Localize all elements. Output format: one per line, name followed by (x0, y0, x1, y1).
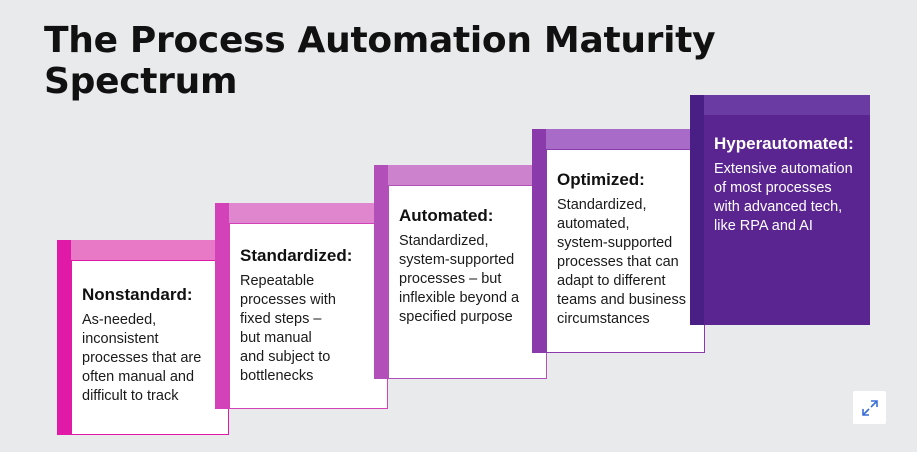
step-standardized: Standardized: Repeatable processes with … (215, 203, 388, 409)
desc-line: with advanced tech, (714, 199, 843, 215)
desc-line: teams and business (557, 292, 686, 308)
step-side-face (57, 240, 71, 435)
step-side-face (374, 165, 388, 379)
desc-line: but manual (240, 330, 312, 346)
step-heading: Hyperautomated: (714, 134, 854, 153)
desc-line: inconsistent (82, 331, 159, 347)
step-front-face: Hyperautomated: Extensive automation of … (704, 115, 870, 325)
desc-line: and subject to (240, 349, 331, 365)
desc-line: processes – but (399, 271, 502, 287)
desc-line: automated, (557, 216, 630, 232)
desc-line: circumstances (557, 311, 650, 327)
desc-line: bottlenecks (240, 368, 314, 384)
step-hyperautomated: Hyperautomated: Extensive automation of … (690, 95, 870, 325)
step-heading: Optimized: (557, 170, 645, 189)
desc-line: inflexible beyond a (399, 290, 520, 306)
desc-line: adapt to different (557, 273, 666, 289)
step-front-face: Standardized: Repeatable processes with … (229, 223, 388, 409)
step-side-face (532, 129, 546, 353)
expand-arrows-icon (861, 399, 878, 416)
desc-line: Repeatable (240, 273, 315, 289)
desc-line: difficult to track (82, 388, 179, 404)
desc-line: processes that are (82, 350, 202, 366)
step-front-face: Optimized: Standardized, automated, syst… (546, 149, 705, 353)
step-top-face (374, 165, 547, 185)
desc-line: processes with (240, 292, 336, 308)
step-description: Standardized, system-supported processes… (399, 232, 536, 327)
step-description: Repeatable processes with fixed steps – … (240, 272, 377, 386)
desc-line: processes that can (557, 254, 679, 270)
step-front-face: Automated: Standardized, system-supporte… (388, 185, 547, 379)
step-top-face (215, 203, 388, 223)
step-side-face (215, 203, 229, 409)
desc-line: system-supported (557, 235, 673, 251)
desc-line: of most processes (714, 180, 832, 196)
desc-line: As-needed, (82, 312, 157, 328)
desc-line: like RPA and AI (714, 218, 813, 234)
step-top-face (532, 129, 705, 149)
step-front-face: Nonstandard: As-needed, inconsistent pro… (71, 260, 229, 435)
desc-line: system-supported (399, 252, 515, 268)
step-description: Standardized, automated, system-supporte… (557, 196, 694, 329)
step-heading: Nonstandard: (82, 285, 193, 304)
step-top-face (57, 240, 229, 260)
page-title: The Process Automation Maturity Spectrum (44, 20, 716, 102)
step-automated: Automated: Standardized, system-supporte… (374, 165, 547, 379)
step-heading: Standardized: (240, 246, 353, 265)
desc-line: Standardized, (557, 197, 647, 213)
step-description: As-needed, inconsistent processes that a… (82, 311, 218, 406)
step-nonstandard: Nonstandard: As-needed, inconsistent pro… (57, 240, 229, 435)
desc-line: Extensive automation (714, 161, 853, 177)
step-top-face (690, 95, 870, 115)
step-side-face (690, 95, 704, 325)
step-heading: Automated: (399, 206, 494, 225)
desc-line: Standardized, (399, 233, 489, 249)
expand-button[interactable] (853, 391, 886, 424)
desc-line: fixed steps – (240, 311, 322, 327)
desc-line: specified purpose (399, 309, 513, 325)
step-optimized: Optimized: Standardized, automated, syst… (532, 129, 705, 353)
desc-line: often manual and (82, 369, 195, 385)
step-description: Extensive automation of most processes w… (714, 160, 860, 236)
